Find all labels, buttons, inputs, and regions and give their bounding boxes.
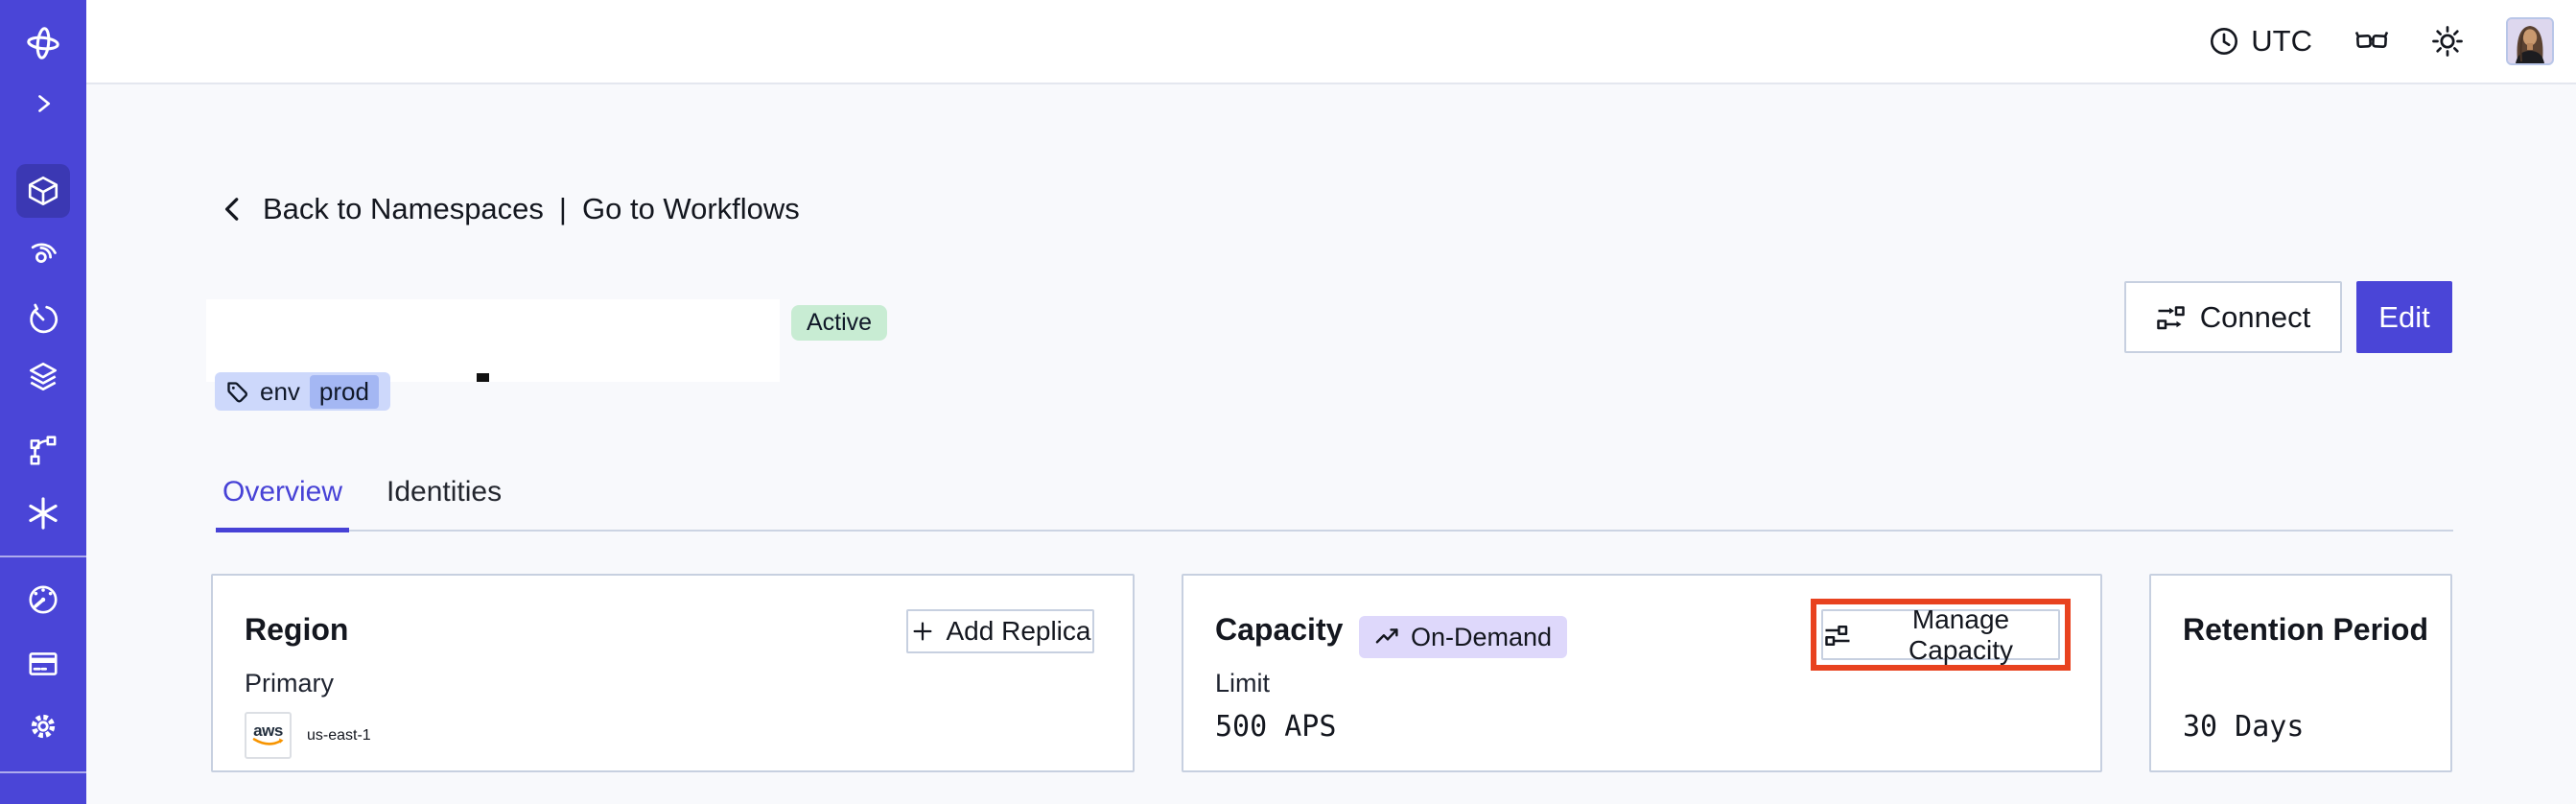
page-actions: Connect Edit: [2124, 281, 2452, 353]
plus-icon: [910, 619, 935, 644]
region-value-row: aws us-east-1: [245, 712, 371, 759]
temporal-logo-icon[interactable]: [16, 16, 70, 70]
tag-icon: [224, 379, 250, 405]
sidebar-item-branch-icon[interactable]: [16, 424, 70, 478]
add-replica-label: Add Replica: [946, 616, 1091, 646]
region-card-title: Region: [245, 612, 349, 647]
on-demand-badge: On-Demand: [1359, 616, 1568, 658]
redaction-artifact: [477, 373, 489, 382]
retention-card-title: Retention Period: [2183, 612, 2429, 647]
sliders-icon: [1823, 623, 1852, 648]
region-value: us-east-1: [307, 726, 371, 744]
timezone-selector[interactable]: UTC: [2209, 24, 2312, 59]
timezone-label: UTC: [2251, 24, 2312, 58]
connect-button[interactable]: Connect: [2124, 281, 2342, 353]
sun-theme-toggle-icon[interactable]: [2431, 25, 2464, 58]
namespace-title-redacted: [206, 299, 780, 382]
retention-value: 30 Days: [2183, 710, 2305, 744]
aws-logo-icon: aws: [245, 712, 292, 759]
breadcrumb-back-link[interactable]: Back to Namespaces: [263, 192, 544, 225]
status-badge: Active: [791, 305, 888, 341]
limit-label: Limit: [1215, 669, 1271, 698]
sidebar: [0, 0, 86, 804]
sidebar-item-namespaces-cube-icon[interactable]: [16, 164, 70, 218]
manage-capacity-label: Manage Capacity: [1909, 603, 2013, 665]
breadcrumb-workflows-link[interactable]: Go to Workflows: [581, 192, 800, 225]
connect-flow-icon: [2156, 305, 2187, 330]
glasses-icon[interactable]: [2354, 27, 2389, 56]
breadcrumb-separator: |: [558, 192, 567, 225]
red-annotation-box: Manage Capacity: [1811, 599, 2071, 671]
sidebar-item-billing-card-icon[interactable]: [16, 637, 70, 691]
sidebar-item-settings-gear-icon[interactable]: [16, 699, 70, 753]
tab-identities[interactable]: Identities: [386, 476, 503, 508]
aws-logo-text: aws: [253, 721, 283, 740]
sidebar-item-asterisk-icon[interactable]: [16, 486, 70, 540]
user-avatar[interactable]: [2506, 17, 2554, 65]
sidebar-item-profile-icon[interactable]: [16, 787, 70, 804]
sidebar-item-layers-icon[interactable]: [16, 350, 70, 404]
namespace-tag-chip[interactable]: env prod: [215, 372, 390, 411]
clock-icon: [2209, 26, 2239, 57]
breadcrumb: Back to Namespaces | Go to Workflows: [219, 192, 800, 226]
sidebar-expand-chevron-right-icon[interactable]: [16, 77, 70, 130]
sidebar-item-spiral-icon[interactable]: [16, 227, 70, 281]
trending-up-icon: [1374, 624, 1401, 650]
region-card: Region Add Replica Primary aws: [211, 574, 1135, 772]
retention-card: Retention Period 30 Days: [2149, 574, 2452, 772]
limit-value: 500 APS: [1215, 710, 1337, 744]
add-replica-button[interactable]: Add Replica: [906, 609, 1094, 653]
on-demand-badge-label: On-Demand: [1411, 622, 1553, 651]
sidebar-divider: [0, 556, 86, 557]
edit-button[interactable]: Edit: [2356, 281, 2452, 353]
main-content: Back to Namespaces | Go to Workflows Act…: [86, 84, 2576, 804]
primary-label: Primary: [245, 669, 334, 698]
chevron-left-icon[interactable]: [219, 195, 247, 224]
tab-overview[interactable]: Overview: [216, 476, 350, 532]
capacity-card: Capacity On-Demand: [1182, 574, 2102, 772]
sidebar-divider: [0, 771, 86, 773]
capacity-card-title: Capacity: [1215, 612, 1344, 647]
tag-key: env: [260, 376, 300, 406]
sidebar-item-timer-icon[interactable]: [16, 293, 70, 346]
top-bar: UTC: [86, 0, 2576, 84]
tag-value: prod: [309, 374, 379, 409]
sidebar-item-usage-gauge-icon[interactable]: [16, 573, 70, 627]
overview-cards: Region Add Replica Primary aws: [211, 574, 2452, 772]
connect-button-label: Connect: [2199, 299, 2311, 334]
manage-capacity-button[interactable]: Manage Capacity: [1821, 604, 2060, 665]
tab-bar: Overview Identities: [216, 476, 2453, 532]
